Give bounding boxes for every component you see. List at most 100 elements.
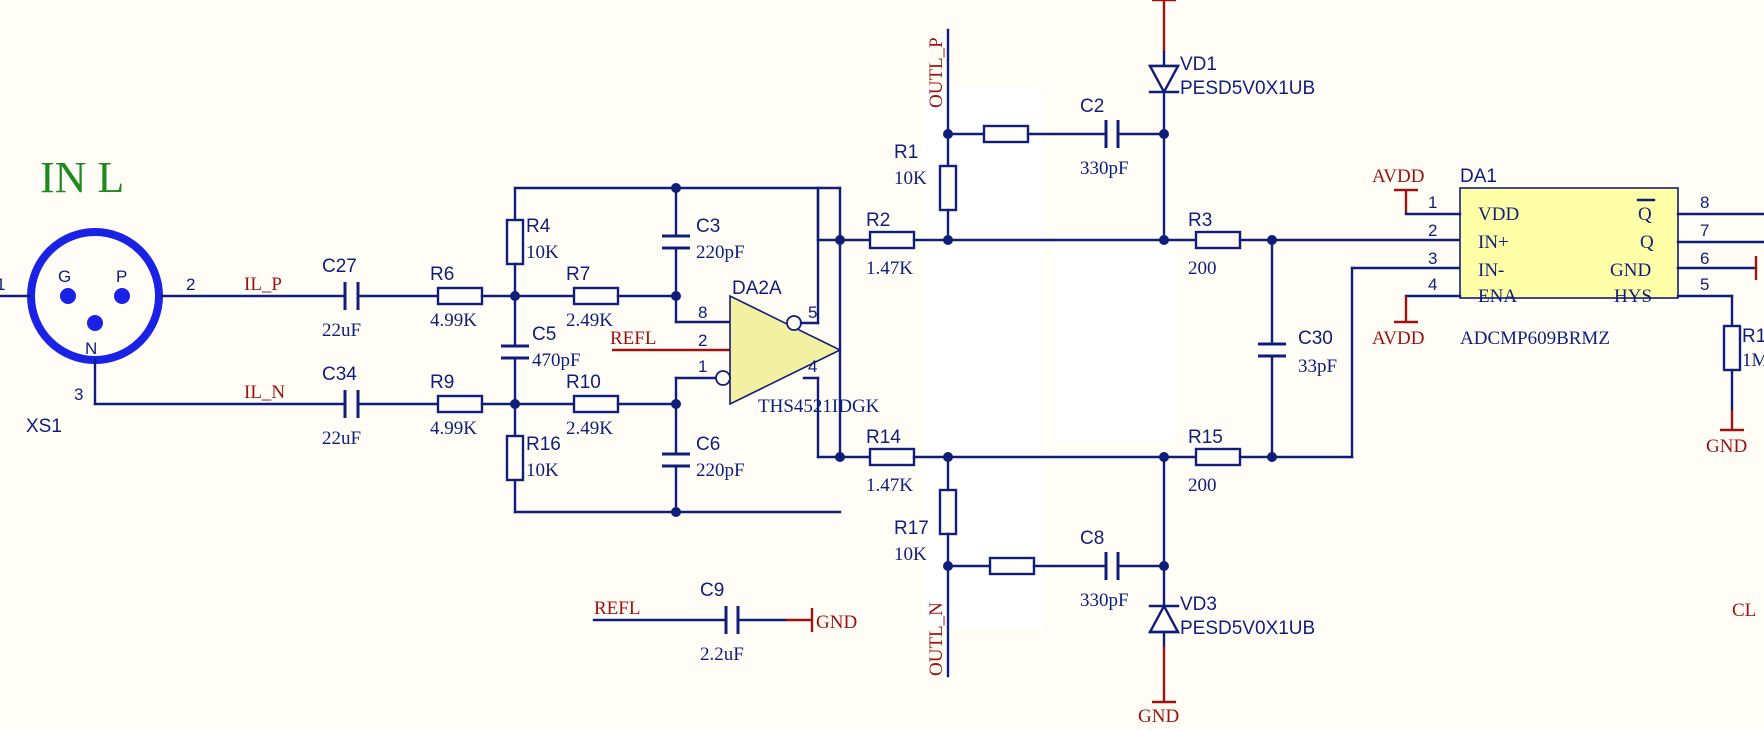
r7-ref: R7 [566, 264, 590, 285]
r10-value: 2.49K [566, 418, 613, 439]
r17-ref: R17 [894, 518, 929, 539]
c2-value: 330pF [1080, 158, 1129, 179]
comparator-pin-1-num: 1 [1428, 193, 1437, 212]
c30-value: 33pF [1298, 356, 1337, 377]
resistor-r7[interactable] [572, 286, 620, 306]
resistor-r16[interactable] [505, 434, 525, 482]
c34-value: 22uF [322, 428, 361, 449]
blank-region [1055, 232, 1175, 442]
opamp-da2a[interactable] [715, 294, 842, 406]
vd1-ref: VD1 [1180, 54, 1217, 75]
c5-ref: C5 [532, 324, 556, 345]
net-label-cl-partial: CL [1732, 600, 1756, 621]
r4-ref: R4 [526, 216, 551, 237]
net-label-il-p: IL_P [244, 274, 282, 295]
connector-pin-n-num: 3 [74, 385, 83, 404]
r1-value: 10K [894, 168, 927, 189]
net-label-avdd-top: AVDD [1372, 166, 1424, 187]
opamp-output-bubble [786, 315, 802, 331]
resistor-r17[interactable] [938, 488, 958, 536]
comparator-pin-qbar: Q [1638, 204, 1652, 225]
comparator-part: ADCMP609BRMZ [1460, 328, 1610, 349]
c3-ref: C3 [696, 216, 720, 237]
r9-ref: R9 [430, 372, 454, 393]
opamp-input-bubble [715, 370, 731, 386]
net-label-gnd-c9: GND [816, 612, 857, 633]
net-label-avdd-bottom: AVDD [1372, 328, 1424, 349]
comparator-ref: DA1 [1460, 166, 1497, 187]
comparator-da1[interactable] [1459, 187, 1679, 299]
resistor-r6[interactable] [436, 286, 484, 306]
c6-ref: C6 [696, 434, 720, 455]
comparator-pin-hys: HYS [1614, 286, 1652, 307]
c27-value: 22uF [322, 320, 361, 341]
c34-ref: C34 [322, 364, 357, 385]
pin-p-dot [114, 288, 130, 304]
comparator-pin-inn: IN- [1478, 260, 1504, 281]
resistor-r1[interactable] [938, 164, 958, 212]
r6-value: 4.99K [430, 310, 477, 331]
connector-pin-p-num: 2 [186, 275, 195, 294]
comparator-pin-4-num: 4 [1428, 275, 1437, 294]
opamp-ref: DA2A [732, 278, 782, 299]
c9-ref: C9 [700, 580, 724, 601]
comparator-pin-q: Q [1640, 232, 1654, 253]
connector-ref: XS1 [26, 416, 62, 437]
r1-ref: R1 [894, 142, 918, 163]
diode-vd3[interactable] [1147, 603, 1181, 634]
r17-value: 10K [894, 544, 927, 565]
r7-value: 2.49K [566, 310, 613, 331]
r10-ref: R10 [566, 372, 601, 393]
resistor-r2[interactable] [868, 230, 916, 250]
pin-n-label: N [85, 339, 97, 358]
r6-ref: R6 [430, 264, 454, 285]
partial-resistor-value: 1M [1742, 350, 1764, 371]
vd3-value: PESD5V0X1UB [1180, 618, 1315, 639]
net-label-gnd-right: GND [1706, 436, 1747, 457]
r3-ref: R3 [1188, 210, 1212, 231]
r4-value: 10K [526, 242, 559, 263]
connector-pin-left-num: 1 [0, 275, 5, 294]
comparator-pin-ena: ENA [1478, 286, 1517, 307]
vd3-ref: VD3 [1180, 594, 1217, 615]
resistor-r9[interactable] [436, 394, 484, 414]
opamp-pin-4: 4 [808, 357, 817, 376]
resistor-unlabeled-bottom[interactable] [988, 556, 1036, 576]
connector-xs1[interactable]: G P N [27, 228, 163, 364]
pin-n-dot [87, 315, 103, 331]
r14-value: 1.47K [866, 475, 913, 496]
r3-value: 200 [1188, 258, 1217, 279]
resistor-r3[interactable] [1194, 230, 1242, 250]
resistor-partial[interactable] [1722, 324, 1742, 372]
c9-value: 2.2uF [700, 644, 744, 665]
net-label-outl-p: OUTL_P [926, 37, 947, 108]
opamp-pin-8: 8 [698, 303, 707, 322]
resistor-r14[interactable] [868, 447, 916, 467]
pin-p-label: P [116, 267, 127, 286]
comparator-pin-inp: IN+ [1478, 232, 1509, 253]
r14-ref: R14 [866, 427, 901, 448]
diode-vd1[interactable] [1147, 64, 1181, 95]
net-label-il-n: IL_N [244, 382, 285, 403]
comparator-pin-7-num: 7 [1700, 221, 1709, 240]
r15-ref: R15 [1188, 427, 1223, 448]
resistor-r15[interactable] [1194, 447, 1242, 467]
resistor-unlabeled-top[interactable] [982, 124, 1030, 144]
comparator-pin-6-num: 6 [1700, 249, 1709, 268]
pin-g-dot [60, 288, 76, 304]
junctions [510, 129, 1277, 571]
sheet-title: IN L [40, 153, 124, 202]
r16-value: 10K [526, 460, 559, 481]
r15-value: 200 [1188, 475, 1217, 496]
r9-value: 4.99K [430, 418, 477, 439]
pin-g-label: G [58, 267, 71, 286]
c5-value: 470pF [532, 350, 581, 371]
opamp-pin-2: 2 [698, 331, 707, 350]
resistor-r4[interactable] [505, 218, 525, 266]
net-label-gnd-vd3: GND [1138, 706, 1179, 727]
resistor-r10[interactable] [572, 394, 620, 414]
c27-ref: C27 [322, 256, 357, 277]
c8-value: 330pF [1080, 590, 1129, 611]
net-label-outl-n: OUTL_N [926, 602, 947, 676]
